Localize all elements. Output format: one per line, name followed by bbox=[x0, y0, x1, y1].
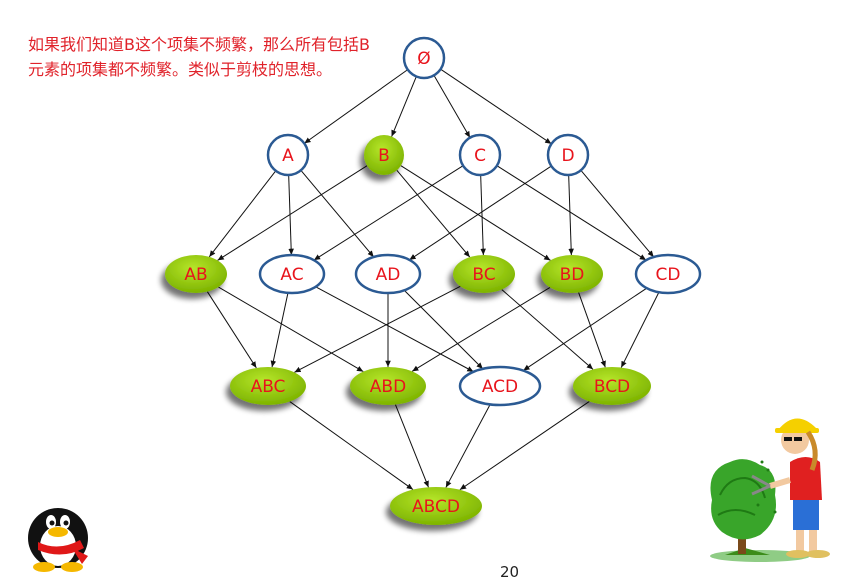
node-C: C bbox=[458, 133, 502, 177]
edge-B-BD bbox=[400, 165, 551, 261]
node-label-C: C bbox=[474, 146, 486, 166]
node-label-empty: Ø bbox=[417, 49, 430, 69]
edge-BC-BCD bbox=[501, 289, 594, 370]
lattice-edges bbox=[206, 68, 660, 491]
edge-B-BC bbox=[396, 169, 471, 258]
edge-ACD-ABCD bbox=[445, 404, 491, 488]
node-AD: AD bbox=[354, 253, 422, 295]
edge-A-AB bbox=[208, 170, 277, 258]
node-A: A bbox=[266, 133, 310, 177]
edge-AC-ACD bbox=[315, 286, 474, 373]
edge-AC-ABC bbox=[270, 292, 289, 368]
edge-BD-BCD bbox=[578, 292, 606, 368]
node-label-B: B bbox=[378, 146, 390, 166]
node-label-CD: CD bbox=[656, 265, 681, 285]
node-ABCD: ABCD bbox=[390, 487, 482, 525]
node-label-AB: AB bbox=[184, 265, 207, 285]
edge-empty-C bbox=[433, 75, 471, 138]
node-D: D bbox=[546, 133, 590, 177]
edge-CD-BCD bbox=[620, 291, 660, 368]
edge-D-BD bbox=[568, 174, 574, 256]
edge-C-BC bbox=[480, 174, 486, 256]
edge-A-AD bbox=[300, 169, 375, 258]
edge-B-AB bbox=[217, 165, 368, 261]
node-label-AC: AC bbox=[280, 265, 303, 285]
edge-empty-D bbox=[440, 68, 552, 145]
node-BC: BC bbox=[453, 255, 515, 293]
edge-C-CD bbox=[496, 165, 647, 261]
edge-BD-ABD bbox=[411, 286, 551, 372]
edge-empty-A bbox=[303, 69, 409, 144]
edge-C-AC bbox=[313, 165, 464, 261]
node-ACD: ACD bbox=[458, 365, 542, 407]
node-label-BC: BC bbox=[472, 265, 495, 285]
node-empty: Ø bbox=[402, 36, 446, 80]
node-label-ACD: ACD bbox=[482, 377, 518, 397]
edge-AB-ABD bbox=[218, 286, 364, 373]
node-label-ABC: ABC bbox=[251, 377, 286, 397]
node-label-ABCD: ABCD bbox=[412, 497, 460, 517]
edge-ABC-ABCD bbox=[289, 401, 414, 490]
node-label-A: A bbox=[282, 146, 294, 166]
edge-D-CD bbox=[580, 169, 655, 258]
edge-BC-ABC bbox=[294, 285, 461, 373]
edge-BCD-ABCD bbox=[459, 401, 590, 491]
node-label-D: D bbox=[561, 146, 574, 166]
page-number: 20 bbox=[500, 563, 520, 581]
edge-AB-ABC bbox=[206, 291, 257, 369]
gardener-pruning-bush-icon bbox=[710, 418, 830, 562]
node-AC: AC bbox=[258, 253, 326, 295]
node-label-ABD: ABD bbox=[370, 377, 406, 397]
node-CD: CD bbox=[634, 253, 702, 295]
node-label-BCD: BCD bbox=[594, 377, 630, 397]
node-ABD: ABD bbox=[350, 367, 426, 405]
node-BCD: BCD bbox=[573, 367, 651, 405]
penguin-mascot-icon bbox=[28, 508, 88, 572]
edge-AD-ACD bbox=[403, 289, 484, 370]
edge-D-AD bbox=[409, 165, 552, 261]
edge-empty-B bbox=[391, 76, 417, 137]
node-B: B bbox=[364, 135, 404, 175]
node-ABC: ABC bbox=[230, 367, 306, 405]
node-BD: BD bbox=[541, 255, 603, 293]
node-label-BD: BD bbox=[560, 265, 585, 285]
node-AB: AB bbox=[165, 255, 227, 293]
edge-CD-ACD bbox=[522, 287, 647, 371]
edge-ABD-ABCD bbox=[394, 404, 429, 488]
node-label-AD: AD bbox=[376, 265, 401, 285]
pruning-note: 如果我们知道B这个项集不频繁，那么所有包括B元素的项集都不频繁。类似于剪枝的思想… bbox=[28, 35, 370, 79]
